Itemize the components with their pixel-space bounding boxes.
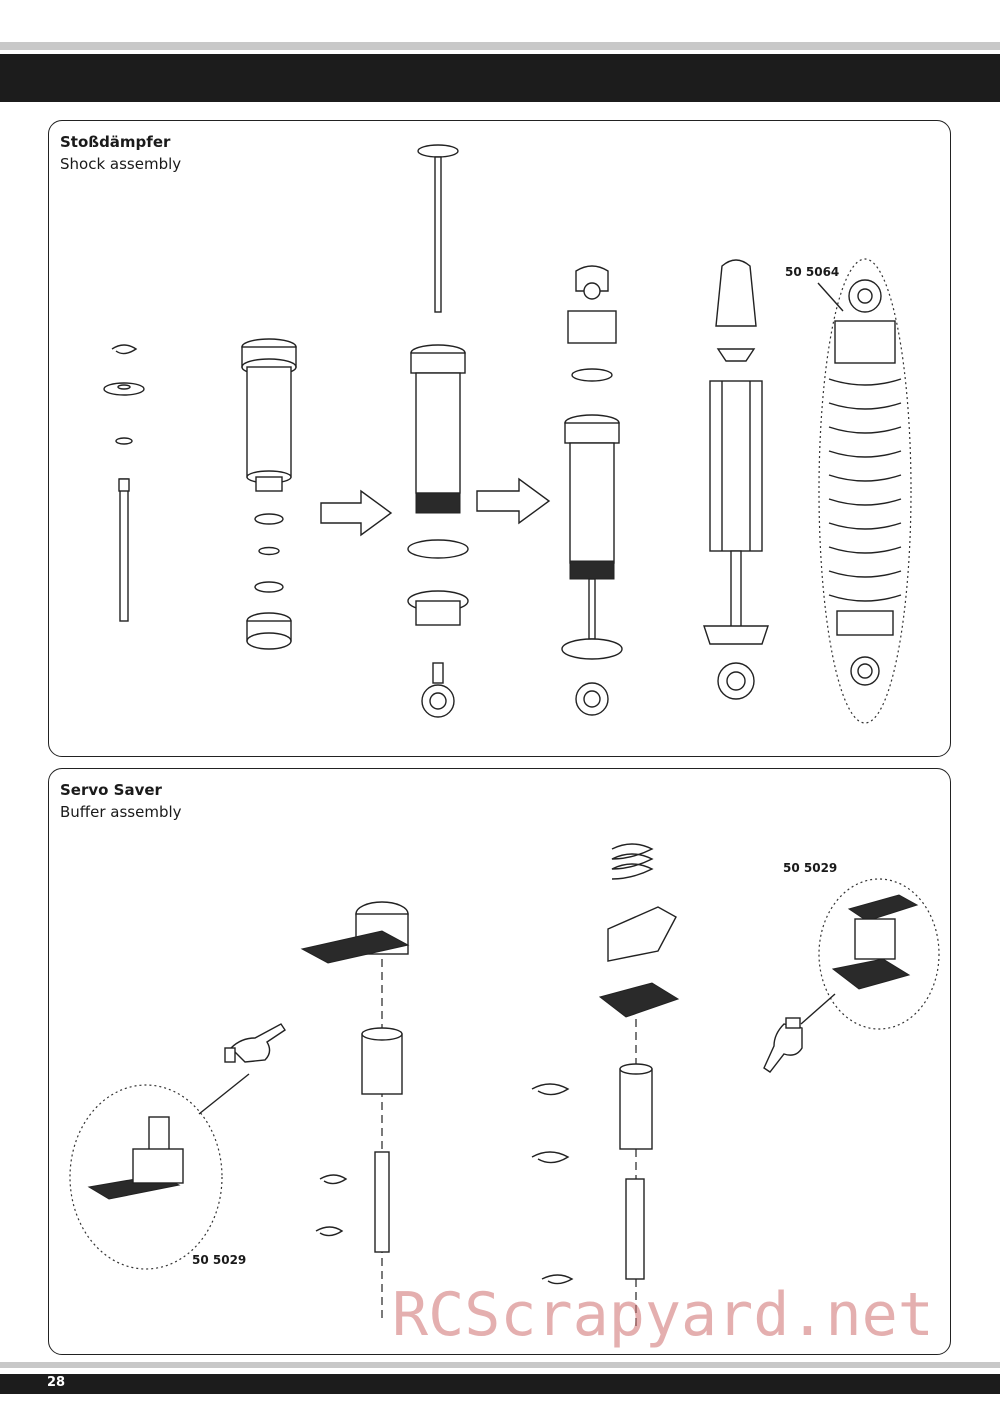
shock-assembled xyxy=(561,265,623,716)
arrow-right-icon xyxy=(476,477,551,525)
part-number-servo-right: 50 5029 xyxy=(783,861,838,875)
shock-body-parts xyxy=(241,338,297,650)
shock-exploded-diagram xyxy=(103,144,912,724)
servo-saver-panel: Servo Saver Buffer assembly xyxy=(48,768,951,1355)
pointing-hand-icon xyxy=(224,1023,286,1063)
top-rule xyxy=(0,42,1000,50)
servo-saver-detail-right xyxy=(800,878,940,1030)
page-number: 28 xyxy=(45,1375,68,1390)
servo-saver-column-b xyxy=(531,843,680,1329)
shock-shaft-parts xyxy=(103,344,145,622)
section-subtitle-servo: Buffer assembly xyxy=(60,803,182,821)
shock-complete xyxy=(817,258,912,724)
header-bar xyxy=(0,54,1000,102)
shock-assembled-body xyxy=(407,144,469,718)
servo-saver-column-a xyxy=(300,901,410,1319)
shock-cutaway xyxy=(703,259,769,700)
section-subtitle-shock: Shock assembly xyxy=(60,155,182,173)
bottom-rule xyxy=(0,1362,1000,1368)
section-title-servo: Servo Saver xyxy=(60,781,162,799)
pointing-hand-icon xyxy=(763,1017,803,1073)
part-number-shock: 50 5064 xyxy=(785,265,840,279)
part-number-servo-left: 50 5029 xyxy=(192,1253,247,1267)
servo-saver-detail-left xyxy=(69,1073,250,1270)
servo-saver-exploded-diagram xyxy=(69,843,940,1329)
watermark: RCScrapyard.net xyxy=(392,1280,934,1350)
arrow-right-icon xyxy=(320,489,393,537)
footer-bar xyxy=(0,1374,1000,1394)
shock-assembly-panel: Stoßdämpfer Shock assembly xyxy=(48,120,951,757)
section-title-shock: Stoßdämpfer xyxy=(60,133,171,151)
